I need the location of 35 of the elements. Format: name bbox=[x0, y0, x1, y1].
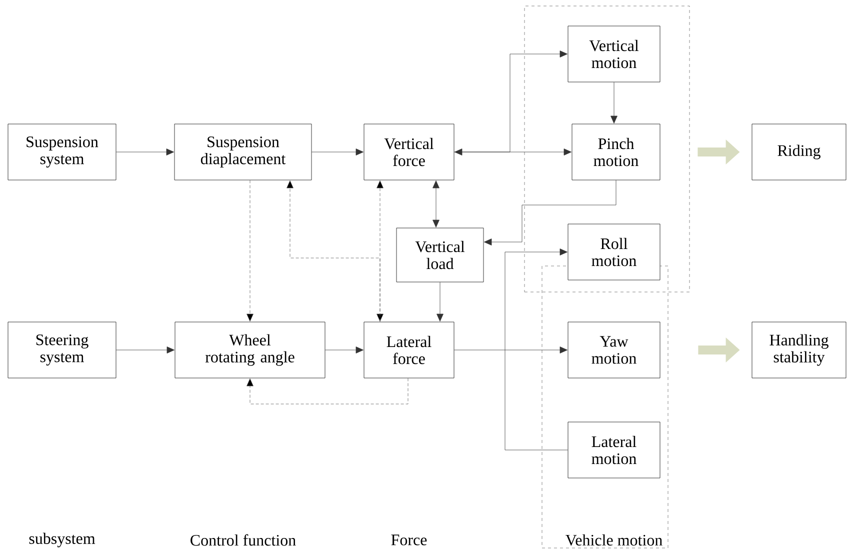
arrow bbox=[504, 248, 568, 450]
arrow bbox=[246, 378, 408, 404]
process-box: Suspension system bbox=[8, 124, 116, 180]
arrow bbox=[286, 180, 380, 322]
arrow bbox=[116, 346, 174, 354]
dashed-group-box bbox=[524, 6, 690, 292]
column-label: Vehicle motion bbox=[566, 534, 662, 546]
arrow bbox=[116, 148, 174, 156]
column-label: Force bbox=[391, 534, 427, 546]
arrow bbox=[432, 180, 440, 228]
process-box: Vertical motion bbox=[568, 26, 660, 82]
process-box: Riding bbox=[752, 124, 846, 180]
arrow bbox=[312, 148, 364, 156]
dashed-group-box bbox=[542, 266, 668, 548]
column-label: subsystem bbox=[29, 532, 96, 548]
process-box: Lateral force bbox=[364, 322, 454, 378]
arrow bbox=[454, 148, 572, 156]
process-box: Handling stability bbox=[752, 322, 846, 378]
process-box: Vertical force bbox=[364, 124, 454, 180]
process-box: Wheel rotating angle bbox=[174, 322, 326, 378]
arrow bbox=[454, 346, 568, 354]
arrow bbox=[454, 50, 568, 156]
arrow bbox=[484, 180, 616, 246]
arrow bbox=[610, 82, 618, 124]
process-box: Suspension diaplacement bbox=[174, 124, 312, 180]
arrow bbox=[325, 346, 364, 354]
process-box: Yaw motion bbox=[568, 322, 660, 378]
process-box: Steering system bbox=[8, 322, 116, 378]
arrow bbox=[436, 282, 444, 322]
process-box: Pinch motion bbox=[572, 124, 660, 180]
column-label: Control function bbox=[190, 534, 296, 546]
process-box: Vertical load bbox=[396, 228, 484, 282]
process-box: Lateral motion bbox=[568, 422, 660, 478]
arrow bbox=[376, 180, 384, 322]
arrow bbox=[246, 180, 254, 322]
